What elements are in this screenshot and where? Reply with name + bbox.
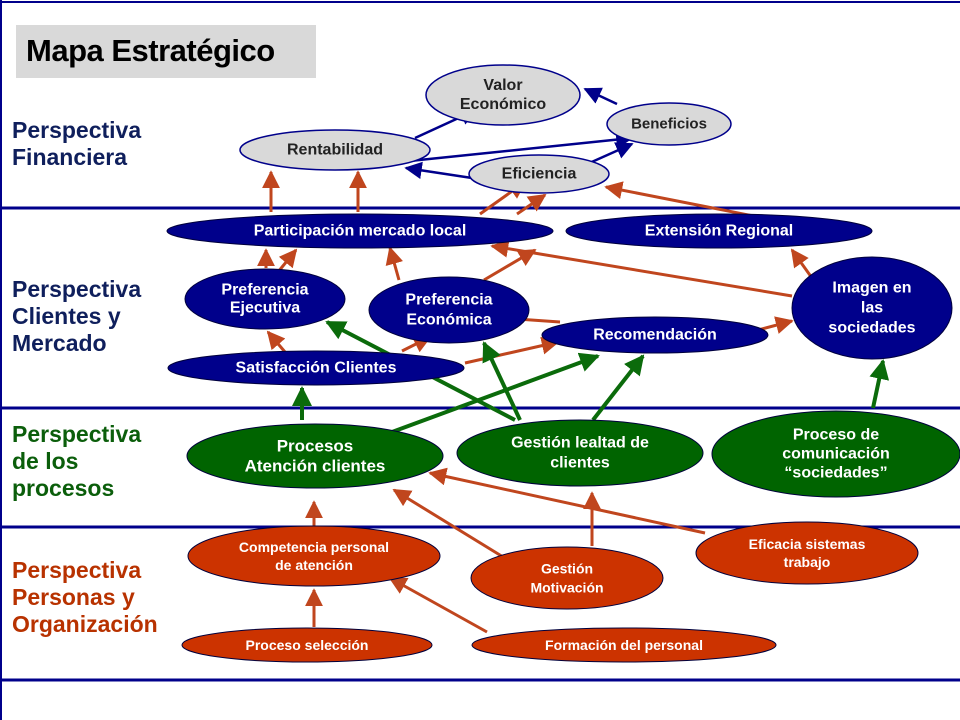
participacion-node: Participación mercado local xyxy=(166,213,554,249)
beneficios-label: Beneficios xyxy=(631,116,707,133)
imagen-ellipse xyxy=(791,256,953,360)
green-arrow xyxy=(869,359,890,409)
valor-ellipse xyxy=(425,64,581,126)
red-arrow xyxy=(516,193,547,216)
pref-economica-label: Preferencia xyxy=(405,292,492,309)
node-layer: ValorEconómicoBeneficiosRentabilidadEfic… xyxy=(166,64,960,663)
perspective-clientes-label: Perspectiva Clientes y Mercado xyxy=(12,276,142,356)
gestion-motivacion-label: Gestión xyxy=(541,561,593,577)
eficacia-ellipse xyxy=(695,521,919,585)
proceso-seleccion-node: Proceso selección xyxy=(181,627,433,663)
red-arrow xyxy=(266,330,287,353)
procesos-atencion-ellipse xyxy=(186,423,444,489)
eficacia-label: Eficacia sistemas xyxy=(749,536,866,552)
valor-label: Valor xyxy=(483,77,522,94)
perspective-financiera-label: Perspectiva Financiera xyxy=(12,117,142,170)
imagen-node: Imagen en las sociedades xyxy=(791,256,953,360)
extension-ellipse xyxy=(565,213,873,249)
green-arrow xyxy=(591,354,645,422)
red-arrow xyxy=(464,336,560,365)
proceso-comunicacion-label: Proceso de xyxy=(793,427,879,444)
pref-economica-ellipse xyxy=(368,276,530,344)
gestion-lealtad-ellipse xyxy=(456,419,704,487)
pref-ejecutiva-label: Ejecutiva xyxy=(230,300,300,317)
recomendacion-label: Recomendación xyxy=(593,327,717,344)
rentabilidad-node: Rentabilidad xyxy=(239,129,431,171)
competencia-label: de atención xyxy=(275,557,353,573)
pref-ejecutiva-label: Preferencia xyxy=(221,282,308,299)
formacion-ellipse xyxy=(471,627,777,663)
blue-arrow xyxy=(583,87,618,106)
imagen-label: las xyxy=(861,300,883,317)
gestion-motivacion-label: Motivación xyxy=(530,580,603,596)
proceso-comunicacion-node: Proceso de comunicación “sociedades” xyxy=(711,410,960,498)
valor-label: Económico xyxy=(460,96,546,113)
imagen-label: sociedades xyxy=(828,320,915,337)
gestion-lealtad-node: Gestión lealtad de clientes xyxy=(456,419,704,487)
formacion-node: Formación del personal xyxy=(471,627,777,663)
eficiencia-ellipse xyxy=(468,154,610,194)
competencia-ellipse xyxy=(187,525,441,587)
page-title: Mapa Estratégico xyxy=(26,33,275,68)
gestion-motivacion-ellipse xyxy=(470,546,664,610)
green-arrow xyxy=(482,341,522,421)
green-arrow xyxy=(391,352,600,434)
eficiencia-node: Eficiencia xyxy=(468,154,610,194)
competencia-label: Competencia personal xyxy=(239,539,389,555)
formacion-label: Formación del personal xyxy=(545,637,703,653)
extension-label: Extensión Regional xyxy=(645,223,793,240)
competencia-node: Competencia personal de atención xyxy=(187,525,441,587)
beneficios-ellipse xyxy=(606,102,732,146)
red-arrow xyxy=(790,248,814,279)
gestion-lealtad-label: Gestión lealtad de xyxy=(511,435,649,452)
title-background xyxy=(16,25,316,78)
satisfaccion-ellipse xyxy=(167,350,465,386)
eficacia-label: trabajo xyxy=(784,554,831,570)
proceso-seleccion-label: Proceso selección xyxy=(246,637,369,653)
proceso-seleccion-ellipse xyxy=(181,627,433,663)
eficacia-node: Eficacia sistemas trabajo xyxy=(695,521,919,585)
procesos-atencion-label: Atención clientes xyxy=(245,457,386,476)
red-arrow xyxy=(385,246,404,281)
procesos-atencion-label: Procesos xyxy=(277,437,354,456)
proceso-comunicacion-label: comunicación xyxy=(782,446,890,463)
blue-arrow xyxy=(404,161,473,180)
blue-arrow xyxy=(399,130,634,164)
perspective-procesos-label: Perspectiva de los procesos xyxy=(12,421,142,501)
satisfaccion-label: Satisfacción Clientes xyxy=(236,360,397,377)
red-arrow xyxy=(388,576,488,634)
proceso-comunicacion-label: “sociedades” xyxy=(784,465,887,482)
satisfaccion-node: Satisfacción Clientes xyxy=(167,350,465,386)
participacion-label: Participación mercado local xyxy=(254,223,467,240)
rentabilidad-label: Rentabilidad xyxy=(287,142,383,159)
beneficios-node: Beneficios xyxy=(606,102,732,146)
pref-ejecutiva-ellipse xyxy=(184,268,346,330)
red-arrow xyxy=(483,248,537,282)
gestion-lealtad-label: clientes xyxy=(550,455,610,472)
recomendacion-node: Recomendación xyxy=(541,316,769,354)
pref-economica-label: Económica xyxy=(406,312,491,329)
extension-node: Extensión Regional xyxy=(565,213,873,249)
red-arrow xyxy=(392,488,509,562)
proceso-comunicacion-ellipse xyxy=(711,410,960,498)
perspective-personas-label: Perspectiva Personas y Organización xyxy=(12,557,158,637)
recomendacion-ellipse xyxy=(541,316,769,354)
red-arrow xyxy=(490,239,793,298)
imagen-label: Imagen en xyxy=(832,280,911,297)
red-arrow xyxy=(276,248,298,273)
eficiencia-label: Eficiencia xyxy=(502,166,577,183)
participacion-ellipse xyxy=(166,213,554,249)
rentabilidad-ellipse xyxy=(239,129,431,171)
red-arrow xyxy=(428,467,706,535)
